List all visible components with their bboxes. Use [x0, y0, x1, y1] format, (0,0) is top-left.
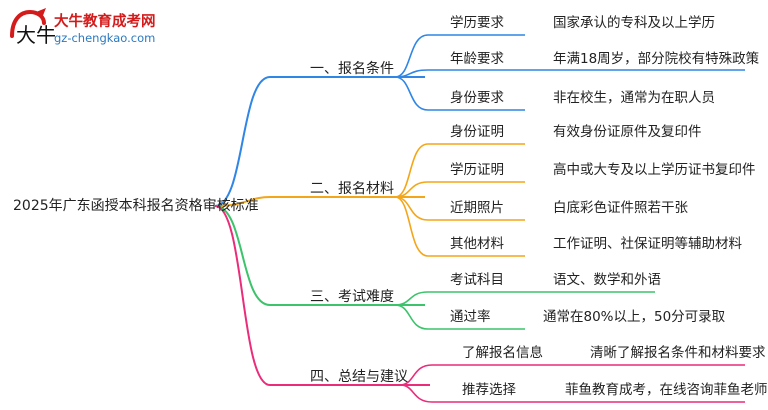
mindmap-links	[214, 34, 745, 403]
branch-3-label: 三、考试难度	[310, 289, 394, 305]
bull-logo-icon: 大牛	[10, 8, 56, 47]
mindmap: 大牛 大牛教育成考网 gz-chengkao.com 2025年广东函授本科报名…	[6, 4, 768, 403]
item-value: 白底彩色证件照若干张	[553, 200, 688, 216]
link-branch-1-item-2	[394, 69, 745, 78]
item-label: 身份证明	[450, 124, 504, 140]
item-label: 身份要求	[450, 90, 504, 106]
item-value: 工作证明、社保证明等辅助材料	[553, 236, 742, 252]
item-label: 近期照片	[450, 200, 504, 216]
logo-url: gz-chengkao.com	[54, 31, 156, 45]
link-branch-1-item-1	[394, 34, 525, 78]
link-branch-4-item-2	[399, 384, 745, 403]
item-value: 非在校生，通常为在职人员	[553, 90, 715, 106]
root-topic: 2025年广东函授本科报名资格审核标准	[13, 198, 259, 214]
link-branch-2-item-1	[394, 143, 525, 198]
link-branch-3-item-1	[394, 291, 655, 306]
item-value: 高中或大专及以上学历证书复印件	[553, 162, 756, 178]
item-label: 了解报名信息	[462, 345, 543, 361]
item-value: 语文、数学和外语	[553, 272, 661, 288]
item-label: 考试科目	[450, 272, 504, 288]
link-branch-4-item-1	[399, 364, 745, 386]
item-label: 推荐选择	[462, 382, 516, 398]
link-root-branch-2	[214, 196, 425, 207]
link-root-branch-3	[214, 205, 425, 306]
item-value: 有效身份证原件及复印件	[553, 124, 702, 140]
link-root-branch-4	[214, 205, 430, 386]
branch-4-label: 四、总结与建议	[310, 369, 408, 385]
branch-1-label: 一、报名条件	[310, 61, 394, 77]
item-label: 其他材料	[450, 236, 504, 252]
branch-2-label: 二、报名材料	[310, 181, 394, 197]
link-root-branch-1	[214, 76, 425, 207]
link-branch-2-item-4	[394, 196, 525, 257]
item-value: 国家承认的专科及以上学历	[553, 15, 715, 31]
item-label: 年龄要求	[450, 51, 504, 67]
svg-text:大牛: 大牛	[16, 23, 56, 47]
item-value: 年满18周岁，部分院校有特殊政策	[553, 51, 760, 67]
item-value: 清晰了解报名条件和材料要求	[590, 345, 766, 361]
link-branch-1-item-3	[394, 76, 525, 111]
item-label: 学历证明	[450, 162, 504, 178]
logo-title: 大牛教育成考网	[54, 14, 156, 30]
item-value: 菲鱼教育成考，在线咨询菲鱼老师	[565, 382, 768, 398]
item-label: 学历要求	[450, 15, 504, 31]
site-logo[interactable]: 大牛 大牛教育成考网 gz-chengkao.com	[6, 4, 176, 52]
item-label: 通过率	[450, 309, 491, 325]
link-branch-2-item-2	[394, 181, 525, 198]
link-branch-3-item-2	[394, 304, 525, 330]
item-value: 通常在80%以上，50分可录取	[543, 309, 726, 325]
